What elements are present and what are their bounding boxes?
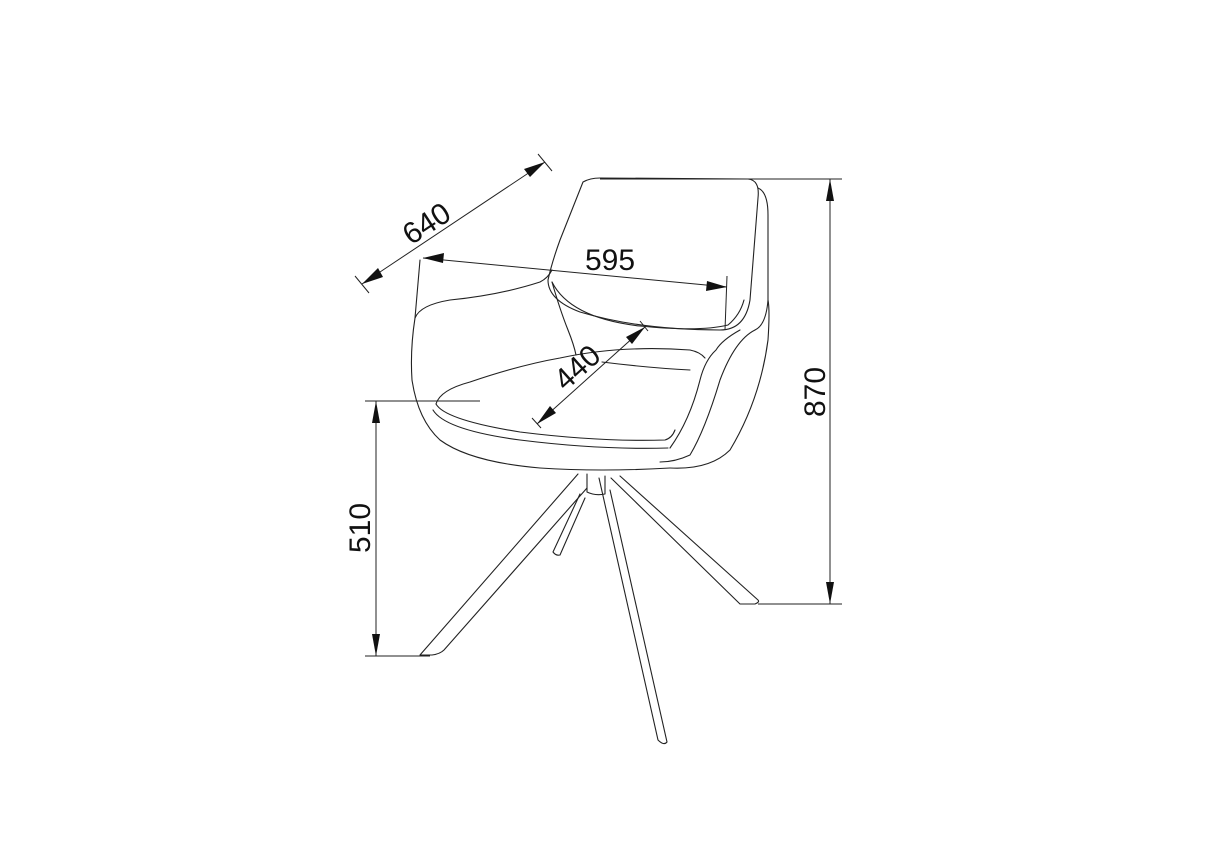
swivel-hub	[586, 473, 606, 496]
dimension-label-510: 510	[344, 503, 377, 553]
right-arm-inner	[659, 329, 756, 463]
dimension-overall-width: 595	[422, 244, 728, 331]
chair-outline	[365, 177, 770, 745]
leg-front-left	[419, 473, 588, 656]
seat-cushion	[435, 348, 706, 405]
backrest	[547, 177, 759, 331]
left-arm-front	[410, 317, 671, 471]
right-shell	[669, 299, 770, 469]
back-arm-crease	[551, 281, 577, 356]
seat-front-lower	[432, 409, 669, 449]
seat-seam	[601, 361, 691, 371]
seat-front-edge	[435, 403, 676, 441]
dimension-overall-depth: 640	[354, 153, 553, 294]
dimension-label-440: 440	[548, 339, 607, 397]
left-arm	[414, 269, 553, 319]
backrest-shell	[754, 187, 769, 331]
leg-front-right	[598, 477, 668, 745]
leg-back-right	[610, 475, 760, 605]
left-arm-back-edge	[414, 259, 421, 319]
dimension-label-870: 870	[799, 367, 832, 417]
dimension-label-595: 595	[585, 244, 635, 277]
dimension-overall-height: 870	[600, 178, 842, 605]
dimension-seat-depth: 440	[531, 320, 649, 429]
dimension-label-640: 640	[397, 197, 457, 252]
dimension-seat-height: 510	[344, 401, 430, 657]
leg-back-left	[552, 493, 586, 556]
backrest-inner-curve	[551, 281, 745, 330]
right-arm-front	[669, 329, 741, 449]
